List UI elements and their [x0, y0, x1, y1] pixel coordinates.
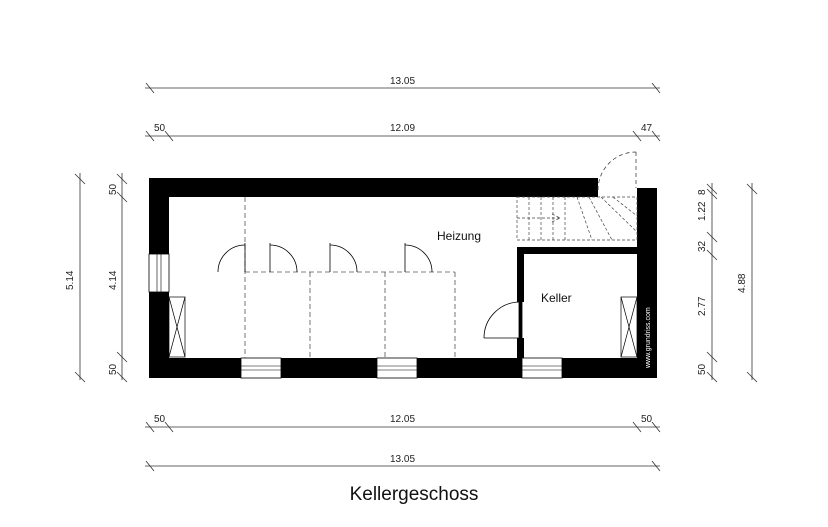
dim-right-a: 8	[697, 189, 708, 195]
dim-left-top: 50	[108, 183, 119, 195]
dim-bottom-left: 50	[154, 414, 166, 425]
windows	[148, 253, 563, 379]
dim-top-total: 13.05	[390, 76, 415, 87]
dimension-lines	[74, 82, 758, 472]
room-label-keller: Keller	[541, 291, 572, 305]
drawing-title: Kellergeschoss	[349, 484, 479, 505]
dim-bottom-total: 13.05	[390, 454, 415, 465]
dim-bottom-mid: 12.05	[390, 414, 415, 425]
dim-bottom-right: 50	[641, 414, 653, 425]
doors	[217, 243, 523, 339]
storage-partitions	[244, 197, 456, 358]
room-label-heizung: Heizung	[437, 229, 481, 243]
dim-left-bottom: 50	[108, 363, 119, 375]
entrance-door	[597, 151, 637, 191]
dim-left-total: 5.14	[65, 270, 76, 290]
dim-top-left: 50	[154, 123, 166, 134]
dim-top-mid: 12.09	[390, 123, 415, 134]
dim-top-right: 47	[641, 123, 653, 134]
staircase	[516, 196, 638, 241]
dim-right-d: 2.77	[697, 296, 708, 316]
dim-right-e: 50	[697, 363, 708, 375]
dim-right-c: 32	[697, 240, 708, 252]
watermark-text: www.grundriss.com	[645, 307, 652, 369]
shelves	[168, 296, 638, 358]
dim-right-b: 1.22	[697, 201, 708, 221]
dim-right-total: 4.88	[737, 273, 748, 293]
dim-left-mid: 4.14	[108, 270, 119, 290]
